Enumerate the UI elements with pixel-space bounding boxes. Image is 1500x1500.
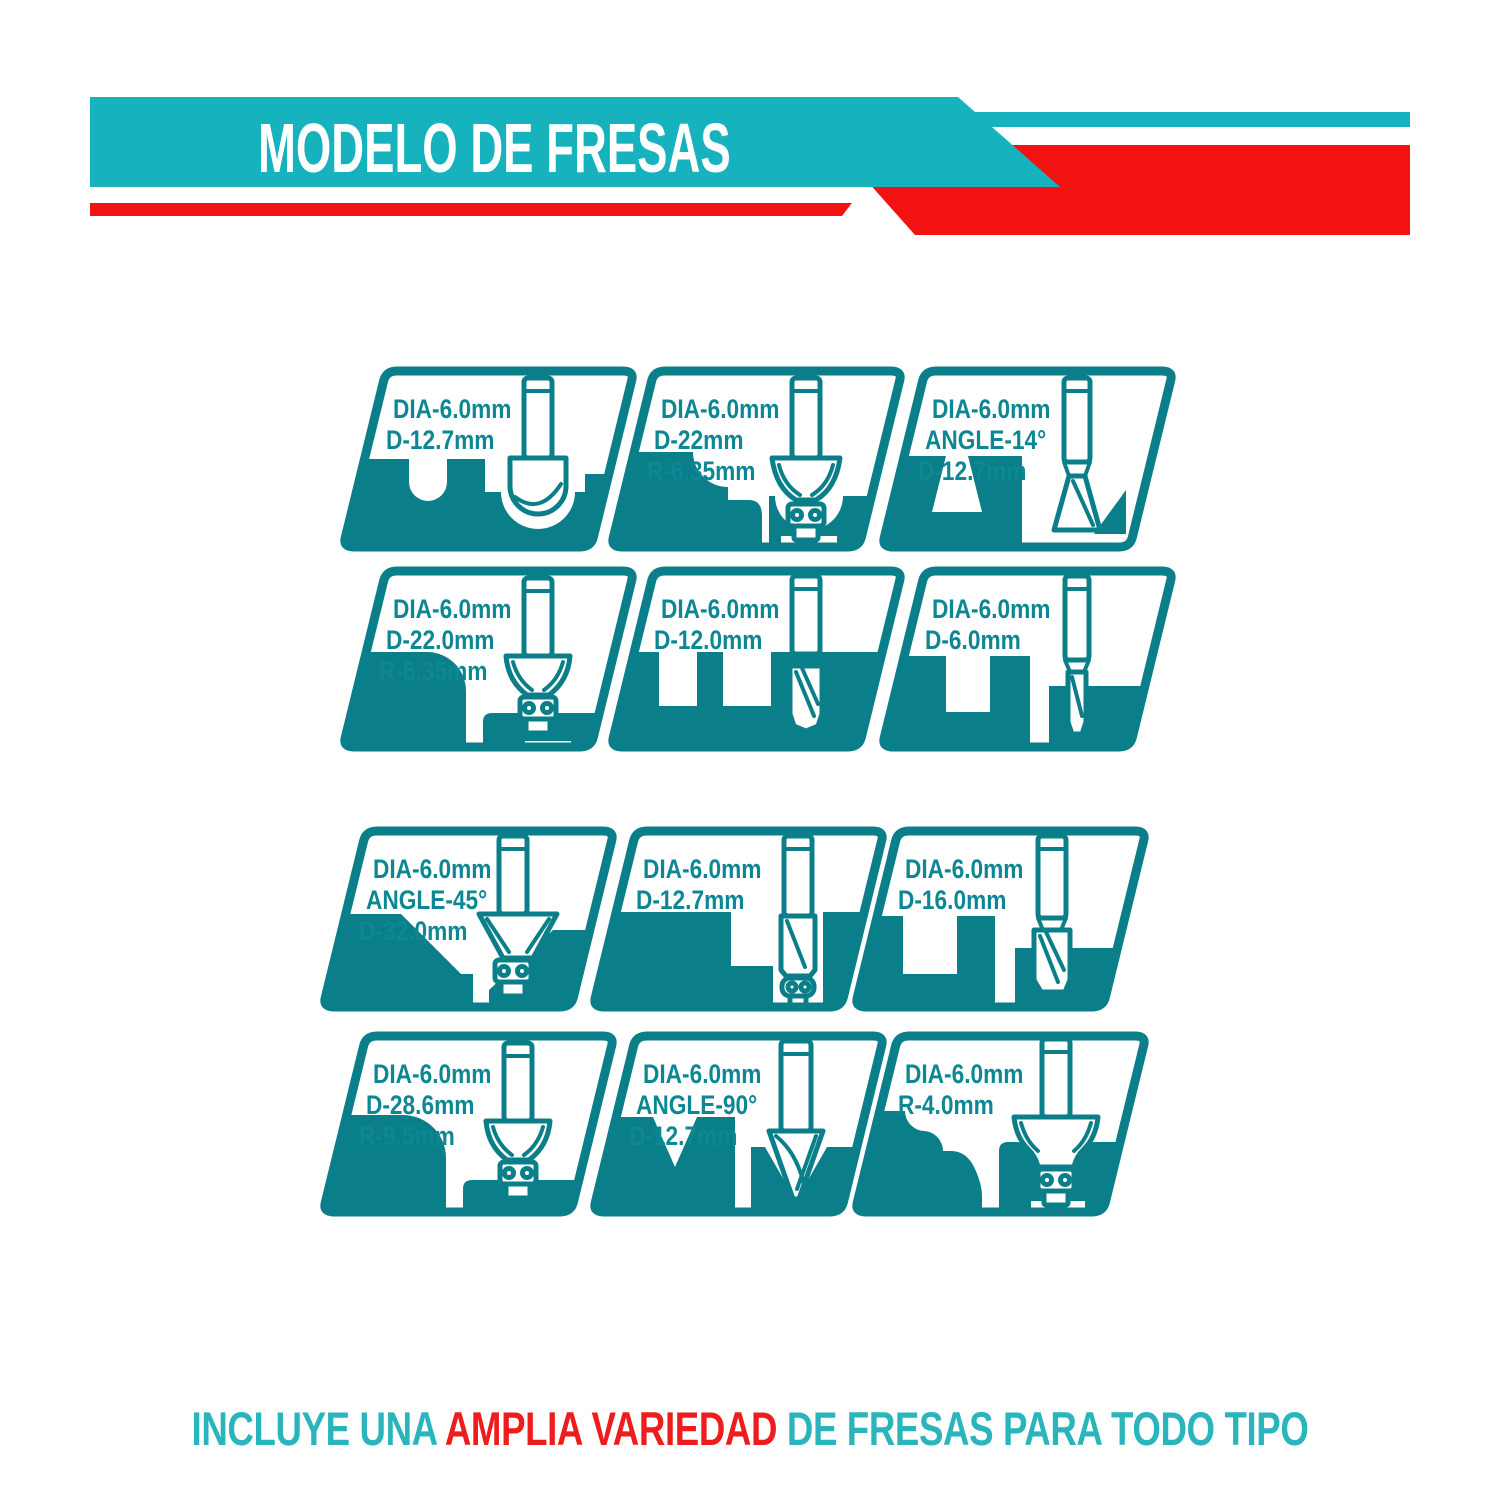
roundover-bit-icon: [340, 566, 637, 752]
banner-ribbon: [90, 97, 1060, 187]
cove-bit-icon: [608, 366, 905, 552]
header-banner-graphic: [90, 97, 1410, 235]
straight-bit-icon: [608, 566, 905, 752]
straight-bit-icon: [879, 566, 1176, 752]
banner-teal-strip: [920, 112, 1410, 127]
page-title: MODELO DE FRESAS: [258, 109, 731, 187]
caption-line-1: INCLUYE UNA AMPLIA VARIEDAD DE FRESAS PA…: [191, 1402, 1309, 1455]
roman-ogee-bit-icon: [852, 1031, 1149, 1217]
core-box-bit-icon: [340, 366, 637, 552]
chamfer-bit-icon: [320, 826, 617, 1012]
straight-bit-icon: [852, 826, 1149, 1012]
flush-trim-bit-icon: [590, 826, 887, 1012]
dovetail-bit-icon: [879, 366, 1176, 552]
caption: INCLUYE UNA AMPLIA VARIEDAD DE FRESAS PA…: [165, 1294, 1335, 1500]
banner-red-stripe: [90, 203, 852, 216]
